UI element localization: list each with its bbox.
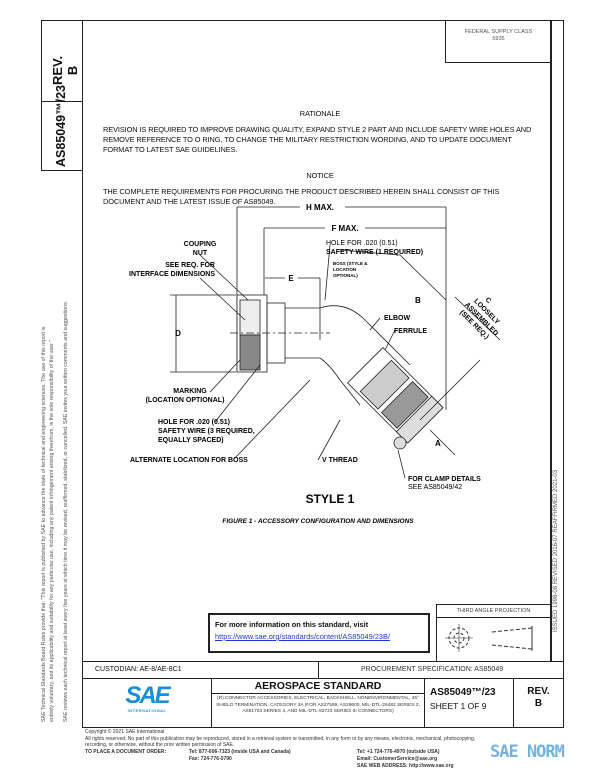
docnum-box: AS85049™/23 SHEET 1 OF 9 xyxy=(424,678,514,728)
see-req-label-1: SEE REQ. FOR xyxy=(165,262,215,269)
frame-inner-line xyxy=(550,20,552,661)
title-sheet: SHEET 1 OF 9 xyxy=(430,701,487,711)
figure-1-drawing: H MAX. F MAX. COUPING NUT SEE REQ. FOR I… xyxy=(129,203,501,525)
side-disclaimer-3: SAE reviews each technical report at lea… xyxy=(63,300,69,722)
sae-logo: SAE INTERNATIONAL xyxy=(83,682,211,714)
title-rev-value: B xyxy=(534,698,543,709)
notice-text: THE COMPLETE REQUIREMENTS FOR PROCURING … xyxy=(103,187,500,206)
procurement-text: PROCUREMENT SPECIFICATION: AS85049 xyxy=(361,666,504,673)
projection-box: THIRD ANGLE PROJECTION xyxy=(436,604,550,662)
fsc-label: FEDERAL SUPPLY CLASS xyxy=(464,29,533,35)
dim-d-label: D xyxy=(175,329,181,338)
footer-order-label: TO PLACE A DOCUMENT ORDER: xyxy=(85,748,167,755)
title-rev-label: REV. xyxy=(527,686,550,697)
figure-caption: FIGURE 1 - ACCESSORY CONFIGURATION AND D… xyxy=(222,518,414,525)
standard-title: AEROSPACE STANDARD xyxy=(212,679,424,694)
coupling-nut-label-1: COUPING xyxy=(184,241,217,248)
footer-web: SAE WEB ADDRESS: http://www.sae.org xyxy=(357,762,454,769)
side-rev: REV. B xyxy=(50,56,80,85)
coupling-nut-label-2: NUT xyxy=(193,250,208,257)
rationale-heading: RATIONALE xyxy=(299,109,341,118)
footer-tel-2: Tel: +1 724-776-4970 (outside USA) xyxy=(357,748,440,755)
footer-fax: Fax: 724-776-0790 xyxy=(189,755,232,762)
footer: Copyright © 2021 SAE International All r… xyxy=(85,729,485,770)
hole-bottom-label-1: HOLE FOR .020 (0.51) xyxy=(158,419,230,426)
hole-bottom-label-3: EQUALLY SPACED) xyxy=(158,437,224,444)
footer-rights: All rights reserved. No part of this pub… xyxy=(85,735,476,742)
style-label: STYLE 1 xyxy=(306,492,355,506)
dim-e-label: E xyxy=(288,274,294,283)
marking-label-2: (LOCATION OPTIONAL) xyxy=(146,397,225,404)
sae-norm-watermark: SAE NORM xyxy=(490,742,565,762)
fsc-box: FEDERAL SUPPLY CLASS 5935 xyxy=(445,20,551,63)
side-docnum-box xyxy=(41,101,83,171)
standard-description: (R) CONNECTOR ACCESSORIES, ELECTRICAL, B… xyxy=(216,696,420,714)
third-angle-projection-icon xyxy=(445,624,533,652)
side-dates: ISSUED 1998-08 REVISED 2016-07 REAFFIRME… xyxy=(553,469,559,632)
side-doc-number: AS85049™/23 xyxy=(54,84,68,167)
h-max-label: H MAX. xyxy=(306,203,334,212)
custodian-text: CUSTODIAN: AE-8/AE-8C1 xyxy=(95,666,182,673)
v-thread-label: V THREAD xyxy=(322,457,358,464)
boss-label-2: LOCATION xyxy=(333,267,356,272)
notice-heading: NOTICE xyxy=(306,171,334,180)
side-disclaimer-2: entirely voluntary, and its applicabilit… xyxy=(49,340,55,722)
footer-email: Email: CustomerService@sae.org xyxy=(357,755,438,762)
sae-logo-sub: INTERNATIONAL xyxy=(127,708,167,713)
side-rev-value: B xyxy=(65,65,80,76)
info-box: For more information on this standard, v… xyxy=(208,613,430,653)
boss-label-3: OPTIONAL) xyxy=(333,273,358,278)
hole-top-label-1: HOLE FOR .020 (0.51) xyxy=(326,240,398,247)
title-doc-number: AS85049™/23 xyxy=(430,687,496,698)
custodian-box: CUSTODIAN: AE-8/AE-8C1 xyxy=(82,661,319,679)
title-rev-box: REV. B xyxy=(513,678,564,728)
ferrule-label: FERRULE xyxy=(394,328,427,335)
sae-logo-text: SAE xyxy=(125,682,170,709)
procurement-box: PROCUREMENT SPECIFICATION: AS85049 xyxy=(318,661,564,679)
dim-b-label: B xyxy=(415,296,421,305)
f-max-label: F MAX. xyxy=(331,224,358,233)
marking-label-1: MARKING xyxy=(173,388,207,395)
rationale-text: REVISION IS REQUIRED TO IMPROVE DRAWING … xyxy=(103,125,532,154)
boss-label-1: BOSS (STYLE & xyxy=(333,261,368,266)
fsc-value: 5935 xyxy=(492,36,505,42)
hole-bottom-label-2: SAFETY WIRE (3 REQUIRED, xyxy=(158,428,255,435)
title-box: AEROSPACE STANDARD (R) CONNECTOR ACCESSO… xyxy=(211,678,425,728)
alternate-boss-label: ALTERNATE LOCATION FOR BOSS xyxy=(130,457,248,464)
clamp-label-1: FOR CLAMP DETAILS xyxy=(408,476,481,483)
clamp-label-2: SEE AS85049/42 xyxy=(408,484,462,491)
projection-label: THIRD ANGLE PROJECTION xyxy=(437,605,550,618)
info-link[interactable]: https://www.sae.org/standards/content/AS… xyxy=(215,632,391,641)
footer-rights-2: recording, or otherwise, without the pri… xyxy=(85,742,235,749)
side-rev-label: REV. xyxy=(50,55,65,85)
elbow-label: ELBOW xyxy=(384,315,410,322)
hole-top-label-2: SAFETY WIRE (1 REQUIRED) xyxy=(326,249,423,256)
footer-tel-1: Tel: 877-606-7323 (inside USA and Canada… xyxy=(189,748,291,755)
side-disclaimer-1: SAE Technical Standards Board Rules prov… xyxy=(41,326,47,722)
info-text: For more information on this standard, v… xyxy=(215,620,369,629)
footer-copyright: Copyright © 2021 SAE International xyxy=(85,729,165,735)
logo-box: SAE INTERNATIONAL xyxy=(82,678,212,728)
dim-a-label: A xyxy=(435,439,441,448)
see-req-label-2: INTERFACE DIMENSIONS xyxy=(129,271,215,278)
dim-c-label: C xyxy=(484,296,493,305)
